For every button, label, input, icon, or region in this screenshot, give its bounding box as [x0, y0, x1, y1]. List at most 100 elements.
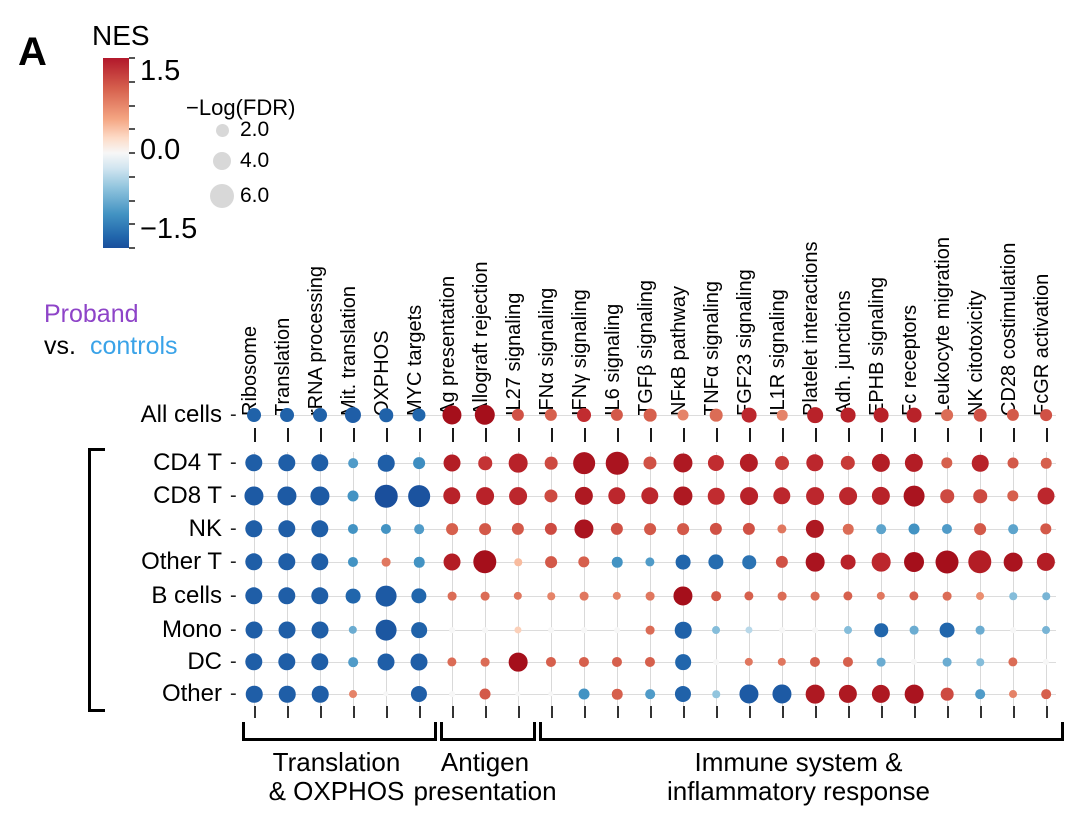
dot-cd4-t-19 — [871, 453, 891, 473]
dot-other-4 — [383, 691, 389, 697]
column-label-2: rRNA processing — [305, 265, 327, 416]
dot-cd4-t-16 — [775, 456, 789, 470]
dot-nk-21 — [941, 523, 953, 535]
dot-all-cells-8 — [511, 408, 525, 422]
dot-mono-14 — [712, 626, 720, 634]
axis-tick — [1013, 428, 1015, 442]
row-label-b-cells: B cells — [151, 582, 222, 609]
axis-tick — [683, 428, 685, 442]
dot-b-cells-23 — [1009, 592, 1017, 600]
dot-other-t-18 — [840, 554, 856, 570]
dot-dc-11 — [611, 656, 623, 668]
dot-cd4-t-5 — [413, 457, 425, 469]
group-label-line: Antigen — [440, 747, 530, 777]
dot-other-8 — [515, 691, 521, 697]
dot-mono-21 — [939, 622, 955, 638]
dot-dc-19 — [876, 657, 886, 667]
dot-cd4-t-14 — [707, 454, 725, 472]
axis-tick-bottom — [353, 706, 355, 718]
grid-line-vertical — [980, 452, 981, 706]
axis-tick — [749, 428, 751, 442]
axis-tick-bottom — [320, 706, 322, 718]
dot-other-16 — [772, 684, 792, 704]
axis-tick-bottom — [518, 706, 520, 718]
dot-other-10 — [578, 688, 590, 700]
dot-cd8-t-11 — [608, 487, 626, 505]
dot-cd8-t-22 — [973, 489, 987, 503]
dot-mono-24 — [1042, 626, 1050, 634]
dot-b-cells-19 — [876, 591, 886, 601]
grid-line-vertical — [551, 452, 552, 706]
column-label-9: IFNα signaling — [536, 287, 558, 416]
column-label-1: Translation — [272, 317, 294, 416]
grid-line-vertical — [287, 452, 288, 706]
dot-cd4-t-4 — [377, 454, 395, 472]
fdr-legend-label: 2.0 — [240, 118, 270, 141]
dot-all-cells-0 — [247, 408, 261, 422]
dot-cd8-t-6 — [443, 487, 461, 505]
dot-b-cells-4 — [375, 585, 397, 607]
dot-cd4-t-17 — [806, 454, 824, 472]
fdr-legend-dot — [213, 152, 231, 170]
dot-nk-14 — [709, 522, 723, 536]
column-label-7: Allograft rejection — [470, 261, 492, 416]
dot-other-5 — [410, 685, 428, 703]
dot-other-t-9 — [545, 556, 557, 568]
dot-cd8-t-8 — [509, 487, 527, 505]
dot-b-cells-11 — [612, 591, 622, 601]
dot-cd8-t-17 — [806, 487, 824, 505]
dot-dc-10 — [578, 656, 590, 668]
axis-tick-bottom — [1013, 706, 1015, 718]
column-label-16: IL1R signaling — [767, 289, 789, 416]
grid-line-vertical — [584, 452, 585, 706]
column-label-12: TGFβ signaling — [635, 280, 657, 416]
axis-tick — [881, 428, 883, 442]
grid-line-vertical — [254, 452, 255, 706]
dot-all-cells-7 — [474, 404, 496, 426]
grid-line-vertical — [1013, 452, 1014, 706]
column-label-13: NFκB pathway — [668, 285, 690, 416]
dot-other-t-17 — [805, 552, 825, 572]
axis-tick-bottom — [617, 706, 619, 718]
dot-all-cells-10 — [577, 408, 591, 422]
column-label-18: Adh. junctions — [833, 290, 855, 416]
row-label-nk: NK — [188, 515, 222, 542]
axis-tick-bottom — [947, 706, 949, 718]
dot-dc-23 — [1008, 657, 1018, 667]
dot-other-t-19 — [871, 552, 891, 572]
dot-cd4-t-2 — [311, 454, 329, 472]
dot-other-t-4 — [381, 557, 391, 567]
dot-dc-3 — [348, 657, 358, 667]
column-label-6: Ag presentation — [437, 275, 459, 416]
dot-mono-6 — [449, 627, 455, 633]
dot-dc-24 — [1042, 658, 1050, 666]
axis-tick — [353, 428, 355, 442]
dot-cd4-t-12 — [643, 456, 657, 470]
axis-tick — [287, 428, 289, 442]
grid-line-vertical — [881, 452, 882, 706]
grid-line-vertical — [683, 452, 684, 706]
dot-mono-16 — [779, 627, 785, 633]
dot-other-t-13 — [675, 554, 691, 570]
dot-cd4-t-22 — [971, 454, 989, 472]
grid-line-vertical — [947, 452, 948, 706]
column-label-20: Fc receptors — [899, 304, 921, 416]
dot-other-24 — [1041, 689, 1051, 699]
dot-cd8-t-7 — [476, 487, 494, 505]
column-label-15: FGF23 signaling — [734, 269, 756, 416]
column-label-3: Mit. translation — [338, 285, 360, 416]
dot-nk-7 — [479, 523, 491, 535]
comparison-vs-label: vs. — [44, 332, 76, 360]
grid-line-vertical — [782, 452, 783, 706]
row-tick: - — [230, 484, 237, 507]
dot-other-3 — [349, 690, 357, 698]
dot-cd8-t-4 — [374, 484, 398, 508]
axis-tick — [518, 428, 520, 442]
dot-all-cells-11 — [610, 408, 624, 422]
dot-dc-22 — [976, 658, 984, 666]
dot-other-t-24 — [1036, 552, 1056, 572]
dot-other-t-11 — [611, 556, 623, 568]
dot-all-cells-24 — [1040, 409, 1052, 421]
dot-cd4-t-24 — [1040, 457, 1052, 469]
dot-other-14 — [712, 690, 720, 698]
